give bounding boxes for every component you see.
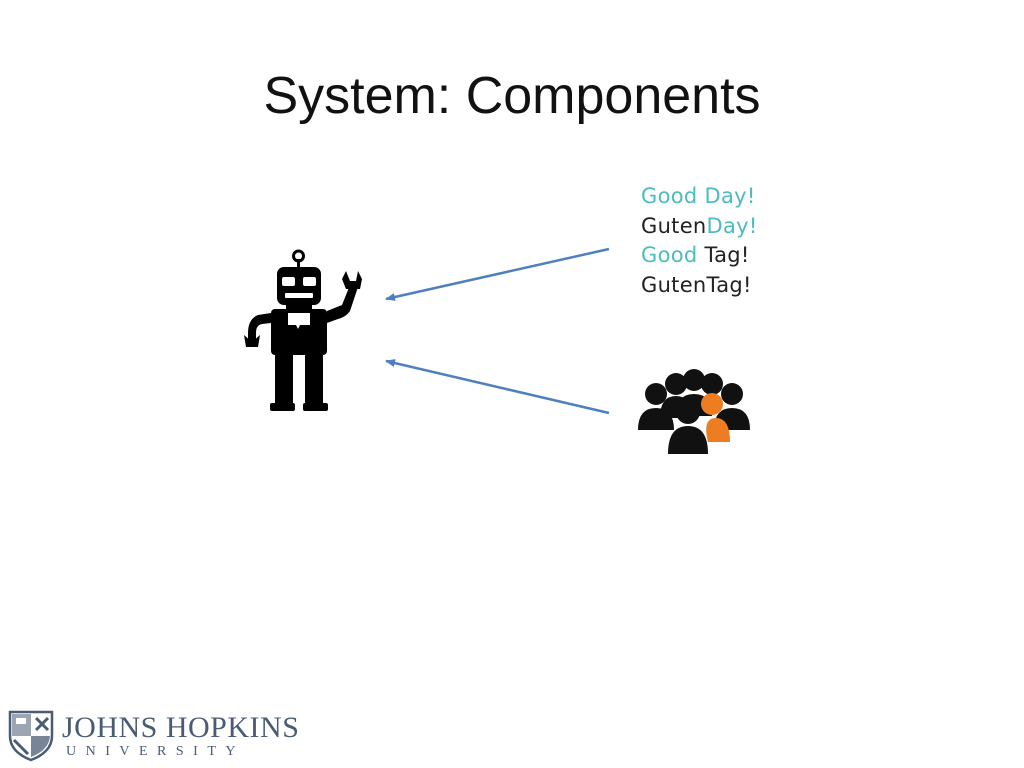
phrase-word: Good xyxy=(641,243,698,267)
arrow-crowd-to-robot xyxy=(385,359,610,415)
university-subtitle: UNIVERSITY xyxy=(66,744,245,759)
crowd-icon xyxy=(638,369,750,454)
phrase-word: Good xyxy=(641,184,698,208)
phrase-line: Good Tag! xyxy=(641,241,781,271)
arrow-phrases-to-robot xyxy=(385,247,610,301)
phrase-word: Guten xyxy=(641,213,707,238)
phrase-word: Guten xyxy=(641,272,707,297)
university-logo: JOHNS HOPKINS UNIVERSITY xyxy=(8,710,299,764)
university-name: JOHNS HOPKINS xyxy=(62,711,300,744)
phrase-list: Good Day! GutenDay! Good Tag! GutenTag! xyxy=(641,182,781,300)
slide-title: System: Components xyxy=(263,67,761,125)
phrase-line: Good Day! xyxy=(641,182,781,212)
phrase-word: Day! xyxy=(706,213,758,238)
phrase-word: Day! xyxy=(704,184,756,208)
phrase-word: Tag! xyxy=(706,272,752,297)
phrase-word: Tag! xyxy=(704,243,750,267)
phrase-line: GutenDay! xyxy=(641,212,781,242)
robot-icon xyxy=(244,249,362,411)
university-shield-icon xyxy=(8,710,54,762)
phrase-line: GutenTag! xyxy=(641,271,781,301)
